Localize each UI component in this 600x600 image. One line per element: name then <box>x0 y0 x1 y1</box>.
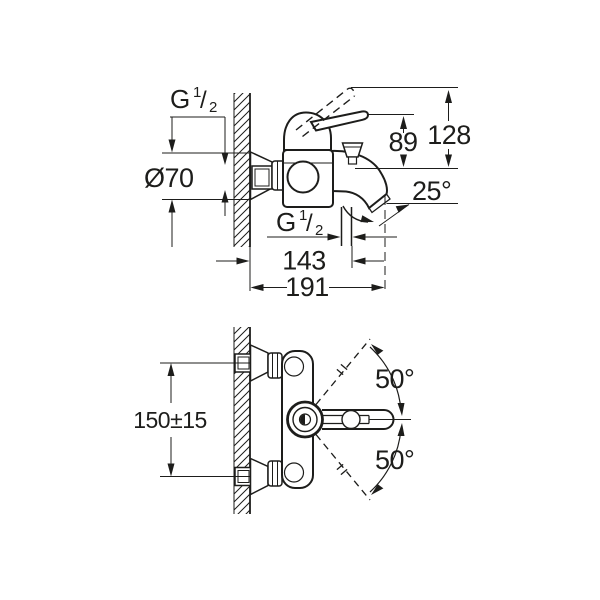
dimension-191 <box>250 284 385 291</box>
label-191: 191 <box>285 272 329 302</box>
faucet-front-profile <box>281 350 411 489</box>
dimension-swing-angles <box>369 344 405 495</box>
label-50deg-up: 50° <box>375 364 414 394</box>
dimension-escutcheon-diameter <box>162 116 249 247</box>
thread-label-top: G 1 / 2 <box>170 84 218 116</box>
faucet-side-profile <box>249 87 391 291</box>
thread-denominator: 2 <box>315 222 323 239</box>
label-89: 89 <box>388 127 417 157</box>
front-view-labels: 150±15 50° 50° <box>133 364 415 475</box>
side-view-labels: G 1 / 2 Ø70 89 128 25° G 1 / 2 143 191 <box>144 84 471 302</box>
dimension-89 <box>368 114 414 167</box>
thread-denominator: 2 <box>209 99 217 116</box>
dimension-128 <box>351 87 458 169</box>
label-diameter-70: Ø70 <box>144 163 194 193</box>
dimension-143 <box>216 230 384 291</box>
thread-slash: / <box>306 210 313 237</box>
thread-numerator: 1 <box>193 84 201 101</box>
dimension-shower-thread <box>267 233 397 241</box>
label-50deg-down: 50° <box>375 445 414 475</box>
thread-slash: / <box>200 87 207 114</box>
wall-union-top <box>234 343 283 383</box>
dimension-spout-angle <box>378 203 458 227</box>
label-25deg: 25° <box>412 176 451 206</box>
wall-section-side <box>233 93 251 247</box>
label-143: 143 <box>282 246 326 276</box>
side-view: G 1 / 2 Ø70 89 128 25° G 1 / 2 143 191 <box>144 84 471 302</box>
dimension-150 <box>160 362 250 477</box>
front-view: 150±15 50° 50° <box>133 327 415 514</box>
raised-lever-dashed <box>295 87 356 138</box>
thread-prefix: G <box>276 207 296 237</box>
label-128: 128 <box>427 120 471 150</box>
thread-prefix: G <box>170 84 190 114</box>
label-150: 150±15 <box>133 407 207 433</box>
thread-label-spout: G 1 / 2 <box>276 207 324 239</box>
thread-numerator: 1 <box>299 207 307 224</box>
lever-swing-lines <box>315 338 371 501</box>
